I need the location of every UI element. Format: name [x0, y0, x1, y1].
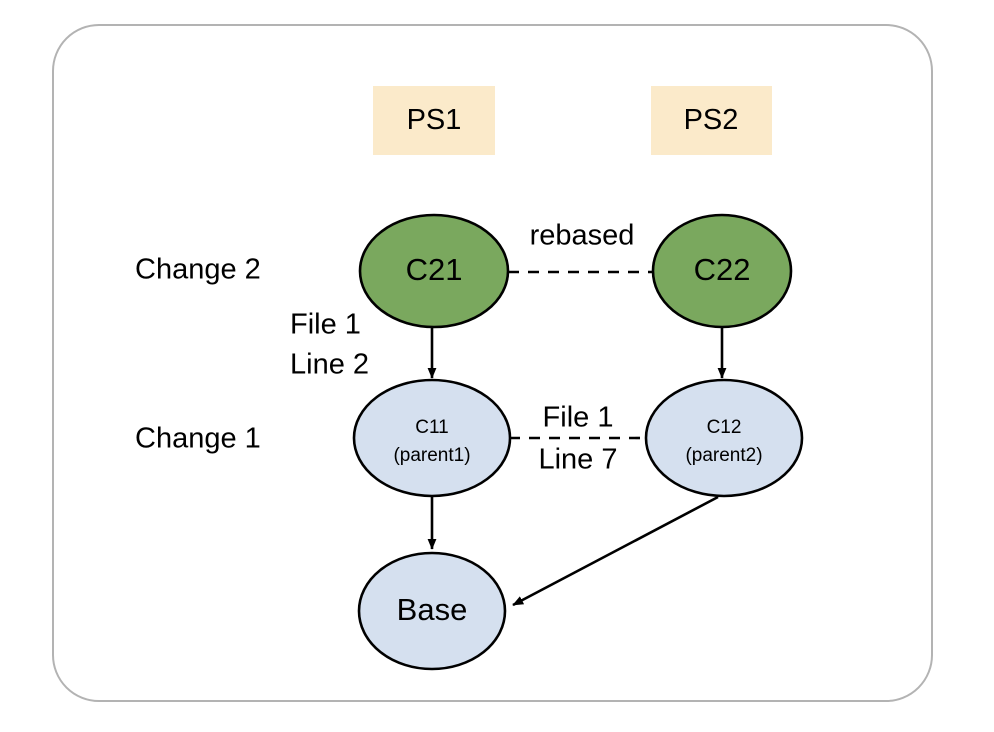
node-label-base: Base — [397, 592, 468, 627]
diagram-frame — [52, 24, 933, 702]
node-c21[interactable] — [358, 213, 510, 329]
node-label-c11: C11 — [415, 417, 448, 438]
edge-c12-to-base — [512, 495, 719, 607]
node-sublabel-c11: (parent1) — [393, 445, 470, 466]
node-label-c22: C22 — [694, 252, 751, 287]
edge-label-file1-line2-top: File 1 — [290, 309, 361, 341]
node-base[interactable] — [357, 551, 507, 671]
node-c12[interactable] — [644, 378, 804, 498]
edge-label-file1-line2-bottom: Line 2 — [290, 349, 369, 381]
node-label-c12: C12 — [707, 417, 742, 438]
node-label-c21: C21 — [406, 252, 463, 287]
node-sublabel-c12: (parent2) — [685, 445, 762, 466]
edge-label-rebased: rebased — [530, 220, 635, 252]
patchset-label-ps1: PS1 — [407, 104, 462, 136]
patchset-label-ps2: PS2 — [684, 104, 739, 136]
edge-label-file1-line7-bottom: Line 7 — [538, 444, 617, 476]
patchset-box-ps1 — [373, 86, 495, 155]
patchset-box-ps2 — [651, 86, 772, 155]
row-label-change-2: Change 2 — [135, 254, 261, 286]
node-c22[interactable] — [651, 213, 793, 329]
row-label-change-1: Change 1 — [135, 423, 261, 455]
edge-label-file1-line7-top: File 1 — [543, 402, 614, 434]
node-c11[interactable] — [352, 378, 512, 498]
